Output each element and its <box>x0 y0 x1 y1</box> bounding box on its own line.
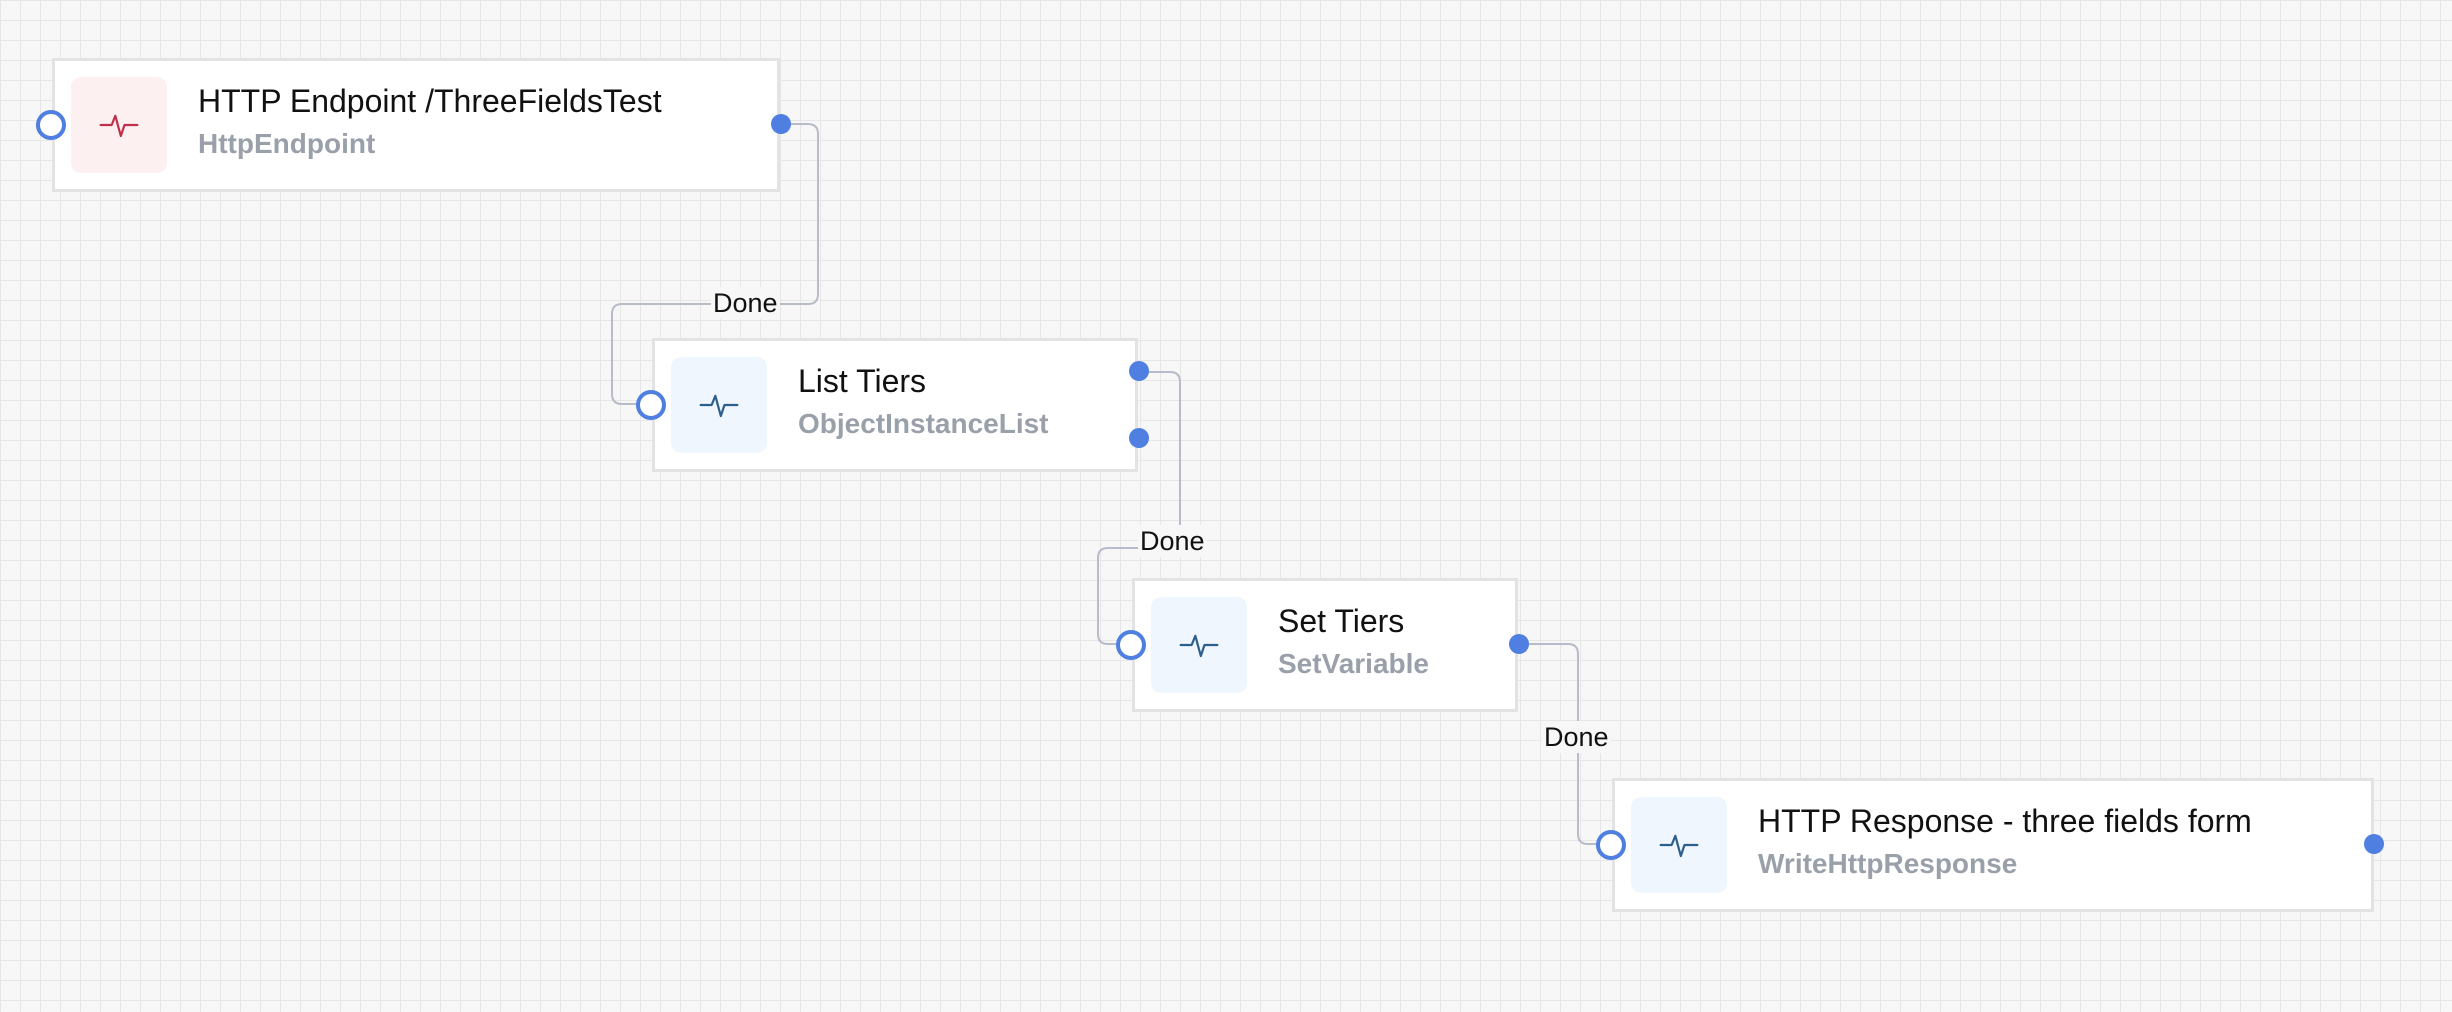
input-port[interactable] <box>1116 630 1146 660</box>
output-port-done[interactable] <box>1509 634 1529 654</box>
node-set-tiers[interactable]: Set Tiers SetVariable <box>1132 578 1518 712</box>
node-http-endpoint[interactable]: HTTP Endpoint /ThreeFieldsTest HttpEndpo… <box>52 58 780 192</box>
edge-label-done: Done <box>711 287 780 319</box>
node-title: HTTP Endpoint /ThreeFieldsTest <box>198 83 662 119</box>
activity-pulse-icon <box>1151 597 1247 693</box>
node-type: WriteHttpResponse <box>1758 848 2018 879</box>
output-port[interactable] <box>1129 428 1149 448</box>
input-port[interactable] <box>1596 830 1626 860</box>
activity-pulse-icon <box>671 357 767 453</box>
output-port-done[interactable] <box>771 114 791 134</box>
node-type: HttpEndpoint <box>198 128 376 159</box>
node-title: Set Tiers <box>1278 603 1405 639</box>
node-type: ObjectInstanceList <box>798 408 1049 439</box>
edge-label-done: Done <box>1542 721 1611 753</box>
input-port[interactable] <box>636 390 666 420</box>
node-type: SetVariable <box>1278 648 1429 679</box>
node-title: HTTP Response - three fields form <box>1758 803 2252 839</box>
input-port[interactable] <box>36 110 66 140</box>
output-port-done[interactable] <box>2364 834 2384 854</box>
node-http-response[interactable]: HTTP Response - three fields form WriteH… <box>1612 778 2374 912</box>
node-list-tiers[interactable]: List Tiers ObjectInstanceList <box>652 338 1138 472</box>
activity-pulse-icon <box>71 77 167 173</box>
activity-pulse-icon <box>1631 797 1727 893</box>
output-port-done[interactable] <box>1129 361 1149 381</box>
edge-label-done: Done <box>1138 525 1207 557</box>
node-title: List Tiers <box>798 363 927 399</box>
